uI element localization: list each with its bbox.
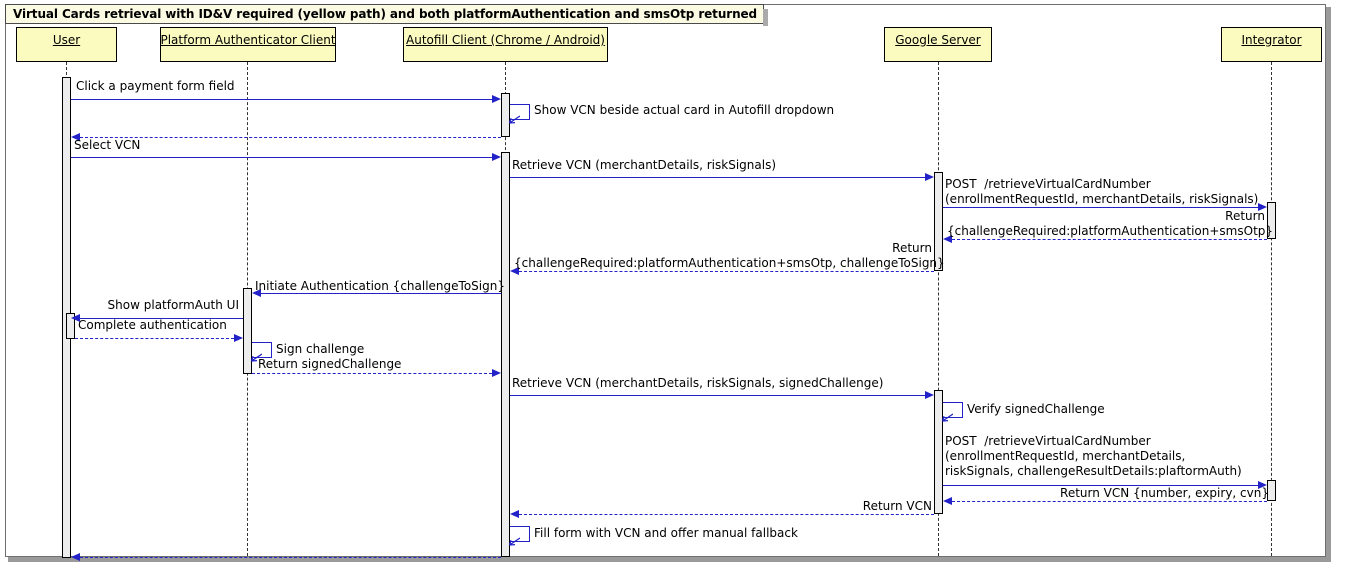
message-line-10: [80, 318, 243, 319]
message-line-1: [71, 99, 492, 100]
message-label-2: Show VCN beside actual card in Autofill …: [534, 103, 835, 117]
diagram-title-tab: Virtual Cards retrieval with ID&V requir…: [5, 4, 769, 26]
lifeline-google-server: [938, 62, 939, 556]
message-label-6: POST /retrieveVirtualCardNumber (enrollm…: [945, 177, 1259, 206]
message-label-19: Fill form with VCN and offer manual fall…: [534, 526, 798, 540]
diagram-title: Virtual Cards retrieval with ID&V requir…: [13, 7, 758, 21]
message-arrowhead-6: [1258, 202, 1267, 211]
message-arrowhead-3: [71, 132, 80, 141]
participant-label-platform-authenticator-client: Platform Authenticator Client: [160, 33, 336, 47]
message-label-1: Click a payment form field: [76, 79, 235, 93]
participant-label-integrator: Integrator: [1241, 33, 1302, 47]
message-arrowhead-20: [71, 552, 80, 561]
message-arrowhead-7: [943, 234, 952, 243]
diagram-frame: [5, 4, 1326, 557]
message-label-5: Retrieve VCN (merchantDetails, riskSigna…: [512, 158, 776, 172]
message-line-9: [261, 293, 501, 294]
activation-autofill-client-main: [501, 152, 510, 557]
message-arrowhead-15: [941, 413, 953, 422]
message-label-10: Show platformAuth UI: [107, 298, 239, 312]
activation-google-server-first: [934, 172, 943, 271]
message-line-20: [80, 557, 501, 558]
message-label-8: Return {challengeRequired:platformAuthen…: [514, 241, 945, 270]
message-line-16: [943, 485, 1258, 486]
message-arrowhead-17: [943, 496, 952, 505]
message-arrowhead-13: [492, 368, 501, 377]
message-label-16: POST /retrieveVirtualCardNumber (enrollm…: [945, 434, 1242, 478]
message-arrowhead-8: [510, 266, 519, 275]
message-line-8: [519, 271, 934, 272]
message-label-7: Return {challengeRequired:platformAuthen…: [947, 209, 1274, 238]
message-self-loop-12: [252, 342, 272, 358]
message-arrowhead-1: [492, 94, 501, 103]
message-arrowhead-18: [510, 509, 519, 518]
participant-label-google-server: Google Server: [895, 33, 981, 47]
message-arrowhead-9: [252, 288, 261, 297]
message-line-18: [519, 514, 934, 515]
message-arrowhead-4: [492, 152, 501, 161]
message-label-18: Return VCN: [862, 499, 932, 513]
activation-autofill-client-dropdown: [501, 93, 510, 137]
message-line-14: [510, 395, 925, 396]
message-arrowhead-2: [508, 115, 520, 124]
message-line-3: [80, 137, 501, 138]
message-line-5: [510, 177, 925, 178]
message-line-13: [252, 373, 492, 374]
message-arrowhead-12: [250, 353, 262, 362]
message-label-15: Verify signedChallenge: [967, 402, 1105, 416]
participant-user[interactable]: User: [16, 27, 117, 62]
participant-google-server[interactable]: Google Server: [884, 27, 992, 62]
message-line-7: [952, 239, 1267, 240]
message-line-11: [75, 338, 234, 339]
message-self-loop-19: [510, 526, 530, 542]
message-line-6: [943, 207, 1258, 208]
message-self-loop-15: [943, 402, 963, 418]
message-label-9: Initiate Authentication {challengeToSign…: [255, 279, 505, 293]
message-arrowhead-19: [508, 537, 520, 546]
message-line-4: [71, 157, 492, 158]
participant-label-user: User: [52, 33, 81, 47]
message-arrowhead-11: [234, 333, 243, 342]
message-label-4: Select VCN: [74, 138, 141, 152]
message-arrowhead-10: [71, 313, 80, 322]
lifeline-integrator: [1271, 62, 1272, 556]
message-label-11: Complete authentication: [78, 318, 227, 332]
message-label-14: Retrieve VCN (merchantDetails, riskSigna…: [512, 376, 884, 390]
activation-user-platform-auth: [66, 313, 75, 339]
message-label-17: Return VCN {number, expiry, cvn}: [1060, 486, 1269, 500]
message-self-loop-2: [510, 104, 530, 120]
participant-autofill-client[interactable]: Autofill Client (Chrome / Android): [403, 27, 608, 62]
activation-integrator-first: [1267, 202, 1276, 239]
activation-platform-authenticator-client: [243, 288, 252, 374]
message-arrowhead-14: [925, 390, 934, 399]
participant-integrator[interactable]: Integrator: [1221, 27, 1322, 62]
participant-platform-authenticator-client[interactable]: Platform Authenticator Client: [160, 27, 336, 62]
activation-integrator-second: [1267, 480, 1276, 501]
participant-label-autofill-client: Autofill Client (Chrome / Android): [406, 33, 605, 47]
message-label-12: Sign challenge: [276, 342, 365, 356]
message-arrowhead-5: [925, 172, 934, 181]
message-arrowhead-16: [1258, 480, 1267, 489]
message-line-17: [952, 501, 1267, 502]
activation-google-server-second: [934, 390, 943, 514]
message-label-13: Return signedChallenge: [258, 357, 402, 371]
